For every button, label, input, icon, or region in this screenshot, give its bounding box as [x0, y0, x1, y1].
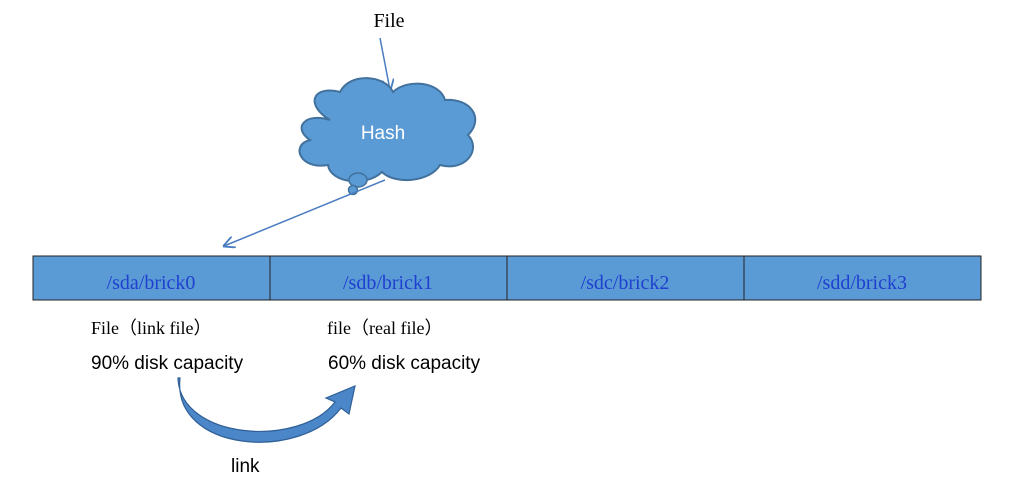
- left-capacity-label: 90% disk capacity: [91, 353, 244, 374]
- hash-label: Hash: [361, 123, 405, 144]
- cloud-bubble-large: [348, 172, 368, 188]
- brick-cell-0: [32, 255, 271, 301]
- brick-cell-3: [743, 255, 982, 301]
- brick-label-1: /sdb/brick1: [343, 272, 433, 294]
- brick-row: /sda/brick0 /sdb/brick1 /sdc/brick2 /sdd…: [32, 255, 982, 301]
- top-file-label: File: [373, 10, 404, 32]
- brick-label-0: /sda/brick0: [107, 272, 196, 294]
- brick-label-2: /sdc/brick2: [581, 272, 670, 294]
- hash-cloud: [298, 77, 477, 196]
- link-curved-arrow: [177, 377, 356, 443]
- right-capacity-label: 60% disk capacity: [328, 353, 481, 374]
- real-file-label: file（real file）: [327, 318, 442, 338]
- hash-to-brick0-arrow: [224, 179, 386, 246]
- file-to-hash-arrow: [379, 37, 390, 90]
- brick-label-3: /sdd/brick3: [817, 272, 907, 294]
- link-file-label: File（link file）: [91, 318, 212, 338]
- link-label: link: [231, 456, 260, 477]
